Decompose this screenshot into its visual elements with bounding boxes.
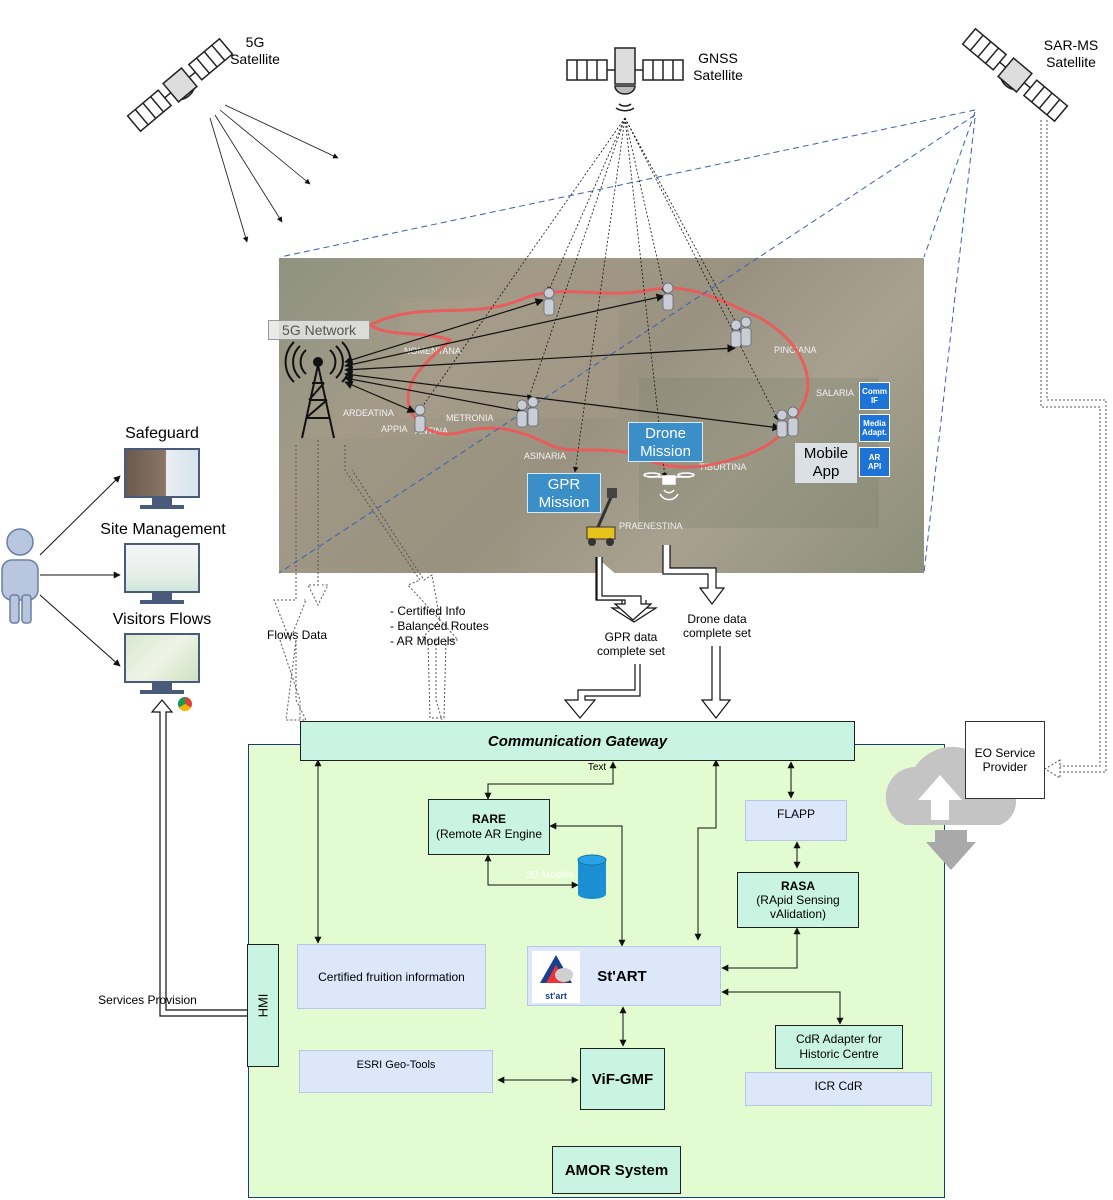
gpr-data-label: GPR data complete set (596, 630, 666, 658)
route-path (366, 286, 810, 469)
text-label: Text (587, 762, 607, 773)
gpr-mission-label: GPR Mission (527, 473, 601, 513)
satellite-icon (961, 27, 1069, 123)
database-icon (577, 854, 607, 899)
drone-icon (643, 472, 695, 501)
ar-models-item: - AR Models (390, 634, 456, 648)
eo-service-provider: EO Service Provider (965, 721, 1045, 799)
visitors-flows-label: Visitors Flows (112, 611, 212, 628)
start-label: St'ART (597, 967, 647, 985)
amor-system-label-box: AMOR System (552, 1146, 681, 1194)
models-label: 3D Models (526, 870, 574, 881)
antenna-tower-icon (284, 341, 352, 439)
start-logo-text: st'art (545, 991, 567, 1001)
start-logo: st'art (532, 951, 580, 1003)
drone-mission-label: Drone Mission (628, 422, 703, 462)
hmi-label: HMI (255, 993, 271, 1018)
start-box: st'art St'ART (527, 946, 721, 1006)
eo-provider-label: EO Service Provider (974, 746, 1036, 774)
chrome-icon (178, 697, 192, 711)
satellite-icon (126, 37, 234, 133)
certified-fruition-box: Certified fruition information (297, 944, 486, 1009)
drone-data-label: Drone data complete set (682, 612, 752, 640)
esri-box: ESRI Geo-Tools (299, 1050, 493, 1093)
certified-info-item: - Certified Info (390, 604, 466, 618)
esri-label: ESRI Geo-Tools (356, 1059, 436, 1071)
network-label: 5G Network (268, 320, 370, 340)
hmi-box: HMI (247, 944, 279, 1067)
rasa-title: RASA (780, 879, 815, 893)
safeguard-label: Safeguard (125, 425, 199, 442)
flapp-label: FLAPP (776, 807, 815, 821)
mobile-app-label: Mobile App (795, 443, 857, 483)
satellite-icon (566, 47, 684, 112)
flows-data-label: Flows Data (266, 628, 328, 642)
communication-gateway: Communication Gateway (300, 721, 855, 761)
place-name: TIBURTINA (699, 462, 747, 472)
services-provision-label: Services Provision (98, 993, 197, 1007)
monitor-icon (124, 633, 200, 683)
certified-fruition-label: Certified fruition information (318, 969, 465, 984)
site-management-label: Site Management (100, 521, 226, 538)
balanced-routes-item: - Balanced Routes (390, 619, 489, 633)
vif-gmf-box: ViF-GMF (580, 1048, 665, 1110)
satellite-sarms-label: SAR-MS Satellite (1043, 37, 1099, 70)
cdr-adapter-box: CdR Adapter for Historic Centre (775, 1025, 903, 1069)
icr-cdr-box: ICR CdR (745, 1072, 932, 1106)
vif-gmf-label: ViF-GMF (591, 1070, 654, 1088)
media-adapt-button: Media Adapt. (859, 414, 890, 442)
satellite-5g-label: 5G Satellite (230, 34, 280, 67)
cdr-adapter-label: CdR Adapter for Historic Centre (795, 1032, 883, 1061)
user-icon (1, 528, 39, 624)
icr-cdr-label: ICR CdR (814, 1079, 863, 1093)
satellite-gnss-label: GNSS Satellite (693, 50, 743, 83)
flapp-box: FLAPP (745, 800, 847, 841)
comm-if-button: Comm IF (859, 382, 890, 410)
place-name: PRAENESTINA (619, 521, 683, 531)
rasa-subtitle: (RApid Sensing vAlidation) (756, 893, 840, 921)
amor-system-label: AMOR System (564, 1161, 669, 1179)
start-logo-icon (540, 955, 573, 983)
rasa-box: RASA (RApid Sensing vAlidation) (737, 872, 859, 928)
place-name: SALARIA (816, 388, 855, 398)
monitor-icon (124, 543, 200, 593)
gpr-robot-icon (586, 488, 617, 546)
gateway-title: Communication Gateway (487, 732, 668, 750)
rare-box: RARE (Remote AR Engine (428, 799, 550, 855)
certified-info-list: - Certified Info - Balanced Routes - AR … (390, 604, 489, 649)
rare-subtitle: (Remote AR Engine (435, 827, 543, 841)
place-name: ASINARIA (524, 451, 567, 461)
monitor-icon (124, 448, 200, 498)
ar-api-button: AR API (859, 447, 890, 477)
rare-title: RARE (471, 812, 506, 826)
